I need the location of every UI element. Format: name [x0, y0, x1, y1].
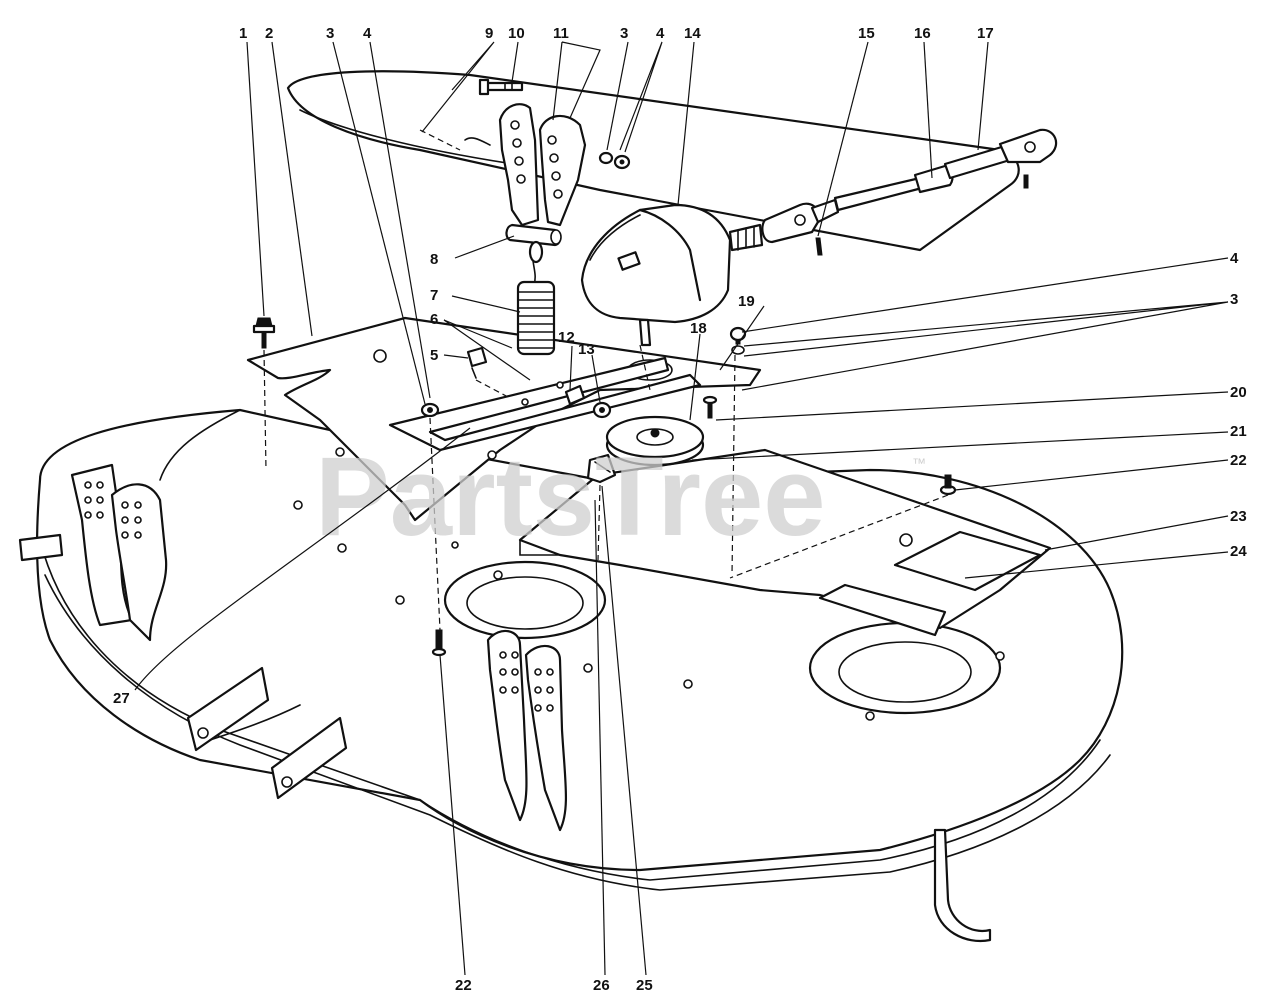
- callout-9: 9: [485, 25, 493, 42]
- callout-16: 16: [914, 25, 931, 42]
- pivot-pin: [505, 223, 562, 247]
- callout-numbers: 1 2 3 4 9 10 11 3 4 14 15 16 17 8 7 6 5 …: [113, 25, 1247, 994]
- callout-21: 21: [1230, 423, 1247, 440]
- bolt-20: [702, 395, 718, 419]
- callout-4-upper: 4: [656, 25, 665, 42]
- idler-arm-nut: [586, 453, 617, 484]
- callout-3-upper: 3: [620, 25, 628, 42]
- callout-22-bottom: 22: [455, 977, 472, 994]
- callout-20: 20: [1230, 384, 1247, 401]
- callout-23: 23: [1230, 508, 1247, 525]
- callout-24: 24: [1230, 543, 1247, 560]
- callout-leaders: [134, 41, 1229, 976]
- nut-and-washer-left: [420, 402, 440, 418]
- callout-7: 7: [430, 287, 438, 304]
- alignment-lines: [263, 129, 949, 631]
- callout-8: 8: [430, 251, 438, 268]
- idler-pulley: [605, 415, 705, 467]
- callout-4: 4: [363, 25, 372, 42]
- lift-link-bracket: [498, 103, 540, 227]
- bolt-10: [478, 78, 524, 96]
- callout-15: 15: [858, 25, 875, 42]
- callout-5: 5: [430, 347, 438, 364]
- partstree-watermark: PartsTree ™: [315, 434, 926, 559]
- callout-1: 1: [239, 25, 247, 42]
- callout-2: 2: [265, 25, 273, 42]
- left-hanger-bracket: [18, 463, 168, 642]
- callout-18: 18: [690, 320, 707, 337]
- callout-26: 26: [593, 977, 610, 994]
- bolt-5: [466, 346, 488, 379]
- callout-27: 27: [113, 690, 130, 707]
- blade-housing-center: [443, 560, 607, 640]
- callout-13: 13: [578, 341, 595, 358]
- bolt-1: [252, 317, 276, 349]
- callout-11: 11: [553, 25, 569, 42]
- drive-shaft-assembly: [761, 128, 1058, 256]
- callout-10: 10: [508, 25, 525, 42]
- front-hanger-bracket: [486, 629, 568, 832]
- front-lift-arms: [186, 666, 348, 800]
- extension-spring: [516, 240, 556, 356]
- callout-6: 6: [430, 311, 438, 328]
- callout-12: 12: [558, 329, 575, 346]
- callout-3: 3: [326, 25, 334, 42]
- callout-25: 25: [636, 977, 653, 994]
- lift-link-wire: [464, 137, 491, 146]
- callout-19: 19: [738, 293, 755, 310]
- gear-box: [580, 203, 764, 347]
- callout-14: 14: [684, 25, 701, 42]
- callout-4-right: 4: [1230, 250, 1239, 267]
- watermark-trademark: ™: [912, 455, 926, 471]
- right-belt-guard-flange: [818, 583, 947, 637]
- belt-guard: [518, 448, 1052, 630]
- nut-and-washer-upper: [598, 151, 631, 170]
- blade-housing-right: [808, 621, 1002, 715]
- rear-bumper-rod: [933, 828, 992, 943]
- watermark-text: PartsTree: [315, 434, 826, 559]
- callout-22-right: 22: [1230, 452, 1247, 469]
- lift-adjust-bracket: [538, 114, 587, 227]
- callout-3-right: 3: [1230, 291, 1238, 308]
- bolt-22-upper: [939, 474, 957, 496]
- bolt-12: [564, 384, 612, 419]
- callout-17: 17: [977, 25, 994, 42]
